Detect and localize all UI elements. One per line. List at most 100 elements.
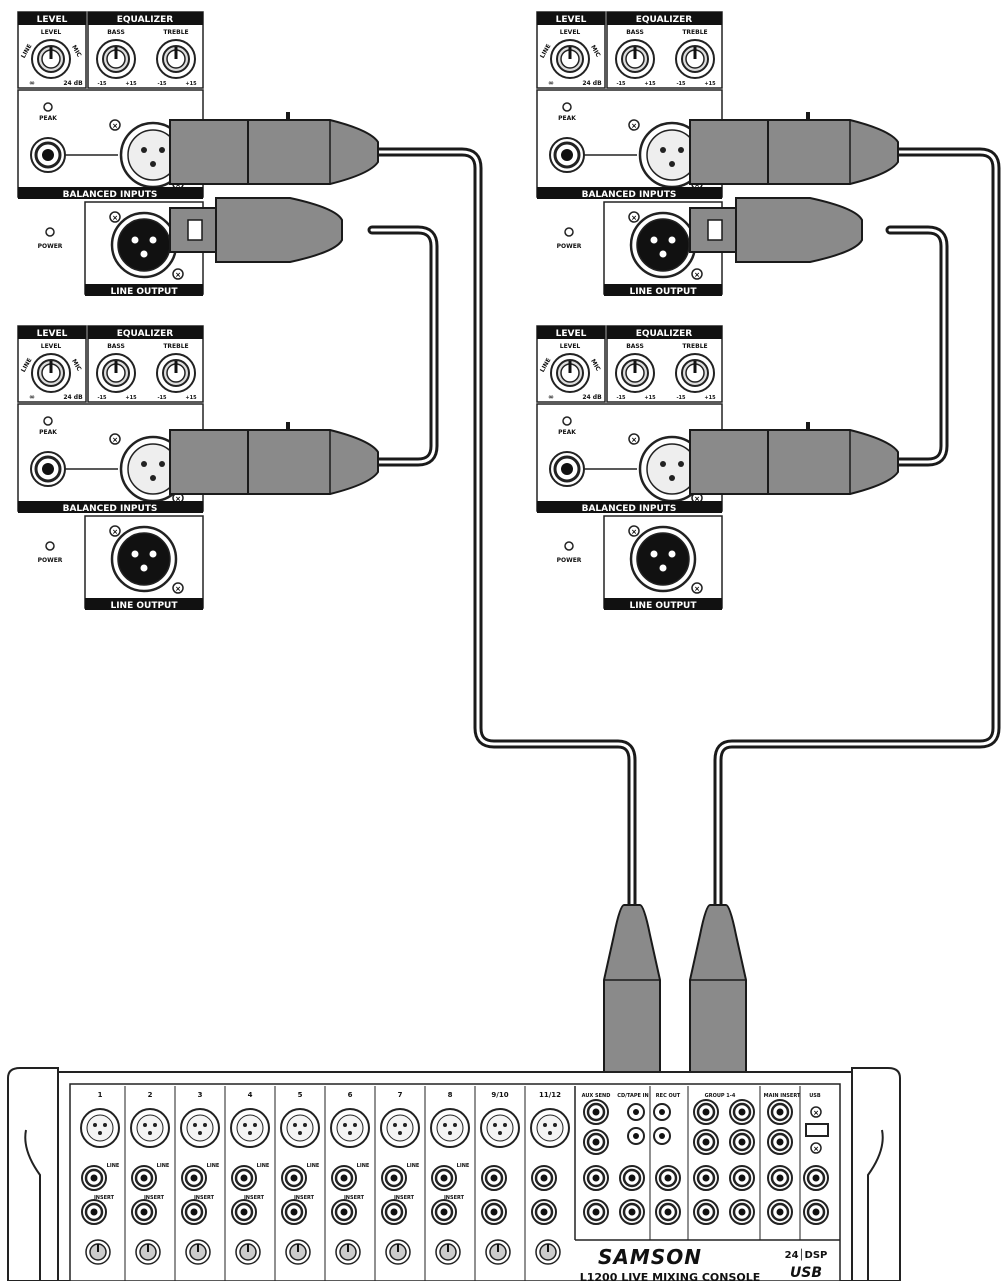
- xlr-line-output: [629, 525, 697, 593]
- channel-strip: 9/10: [474, 1086, 520, 1281]
- channel-insert-jack: [180, 1198, 208, 1226]
- level-max-mark: 24 dB: [63, 394, 83, 401]
- bass-knob: [95, 352, 137, 394]
- section-label: USB: [809, 1093, 821, 1099]
- xlr-male-plug: [689, 422, 899, 495]
- channel-insert-jack: [230, 1198, 258, 1226]
- bass-min-mark: -15: [97, 81, 107, 87]
- xlr-cable: [885, 225, 949, 467]
- channel-gain-knob: [235, 1239, 261, 1265]
- balanced-inputs-label: BALANCED INPUTS: [63, 190, 158, 200]
- peak-label: PEAK: [39, 115, 57, 122]
- brand-logo: SAMSON: [598, 1245, 702, 1269]
- peak-label: PEAK: [558, 429, 576, 436]
- xlr-output-screw: [691, 268, 703, 280]
- treble-label: TREBLE: [682, 343, 707, 350]
- treble-max-mark: +15: [185, 395, 197, 401]
- bass-label: BASS: [626, 29, 644, 36]
- level-knob: [30, 38, 72, 80]
- level-header-bar: [537, 12, 605, 25]
- eq-header-bar: [607, 12, 722, 25]
- level-knob: [30, 352, 72, 394]
- power-label: POWER: [38, 557, 63, 564]
- insert-jack-label: INSERT: [244, 1195, 265, 1201]
- channel-xlr-input: [530, 1108, 570, 1148]
- mixing-console: 1LINEINSERT2LINEINSERT3LINEINSERT4LINEIN…: [7, 1067, 901, 1281]
- mixer-side-left: [7, 1067, 59, 1281]
- xlr-female-plug: [689, 197, 863, 263]
- line-output-label: LINE OUTPUT: [629, 287, 697, 297]
- line-output-bar: [604, 284, 722, 296]
- group-jack: [728, 1164, 756, 1192]
- channel-xlr-input: [430, 1108, 470, 1148]
- eq-header: EQUALIZER: [636, 329, 693, 339]
- xlr-line-output: [110, 211, 178, 279]
- xlr-output-screw: [691, 582, 703, 594]
- peak-led: [562, 416, 572, 426]
- channel-line-input: [530, 1164, 558, 1192]
- level-min-mark: ∞: [548, 393, 554, 401]
- channel-strip: 11/12: [524, 1086, 570, 1281]
- bass-min-mark: -15: [97, 395, 107, 401]
- balanced-inputs-label: BALANCED INPUTS: [63, 504, 158, 514]
- balanced-inputs-bar: [537, 501, 722, 513]
- xlr-cable-highlight: [370, 150, 634, 907]
- usb-screw: [810, 1142, 822, 1154]
- section-label: MAIN INSERT: [764, 1093, 801, 1099]
- power-led: [564, 541, 574, 551]
- level-min-mark: ∞: [29, 393, 35, 401]
- bass-max-mark: +15: [125, 81, 137, 87]
- eq-header-bar: [607, 326, 722, 339]
- xlr-input-screw: [628, 119, 640, 131]
- xlr-output-screw: [172, 582, 184, 594]
- bass-label: BASS: [626, 343, 644, 350]
- group-jack: [728, 1098, 756, 1126]
- channel-number: 1: [98, 1091, 103, 1099]
- line-output-label: LINE OUTPUT: [110, 601, 178, 611]
- channel-line-input: [330, 1164, 358, 1192]
- treble-min-mark: -15: [676, 395, 686, 401]
- channel-xlr-input: [280, 1108, 320, 1148]
- bass-knob: [95, 38, 137, 80]
- level-header-bar: [18, 326, 86, 339]
- insert-jack-label: INSERT: [344, 1195, 365, 1201]
- eq-header: EQUALIZER: [117, 15, 174, 25]
- insert-jack-label: INSERT: [194, 1195, 215, 1201]
- group-jack: [692, 1098, 720, 1126]
- level-max-mark: 24 dB: [63, 80, 83, 87]
- line-jack-label: LINE: [407, 1163, 420, 1169]
- peak-led: [562, 102, 572, 112]
- tape-out-jack: [654, 1164, 682, 1192]
- line-jack-label: LINE: [307, 1163, 320, 1169]
- line-output-bar: [85, 284, 203, 296]
- peak-label: PEAK: [558, 115, 576, 122]
- treble-knob: [155, 38, 197, 80]
- line-jack-label: LINE: [107, 1163, 120, 1169]
- level-knob-label: LEVEL: [41, 29, 62, 36]
- level-header: LEVEL: [556, 15, 587, 25]
- bass-label: BASS: [107, 29, 125, 36]
- treble-min-mark: -15: [676, 81, 686, 87]
- level-min-mark: ∞: [548, 79, 554, 87]
- channel-line-input: [230, 1164, 258, 1192]
- xlr-input-screw: [109, 433, 121, 445]
- treble-max-mark: +15: [185, 81, 197, 87]
- usb-badge: USB: [790, 1265, 822, 1281]
- channel-gain-knob: [85, 1239, 111, 1265]
- balanced-inputs-bar: [18, 501, 203, 513]
- channel-xlr-input: [330, 1108, 370, 1148]
- channel-number: 5: [298, 1091, 303, 1099]
- channel-number: 4: [248, 1091, 253, 1099]
- group-jack: [692, 1164, 720, 1192]
- xlr-input-screw: [628, 433, 640, 445]
- treble-label: TREBLE: [163, 343, 188, 350]
- channel-number: 9/10: [491, 1091, 508, 1099]
- peak-led: [43, 416, 53, 426]
- combo-jack-input: [548, 450, 586, 488]
- section-label: CD/TAPE IN: [617, 1093, 648, 1099]
- channel-insert-jack: [130, 1198, 158, 1226]
